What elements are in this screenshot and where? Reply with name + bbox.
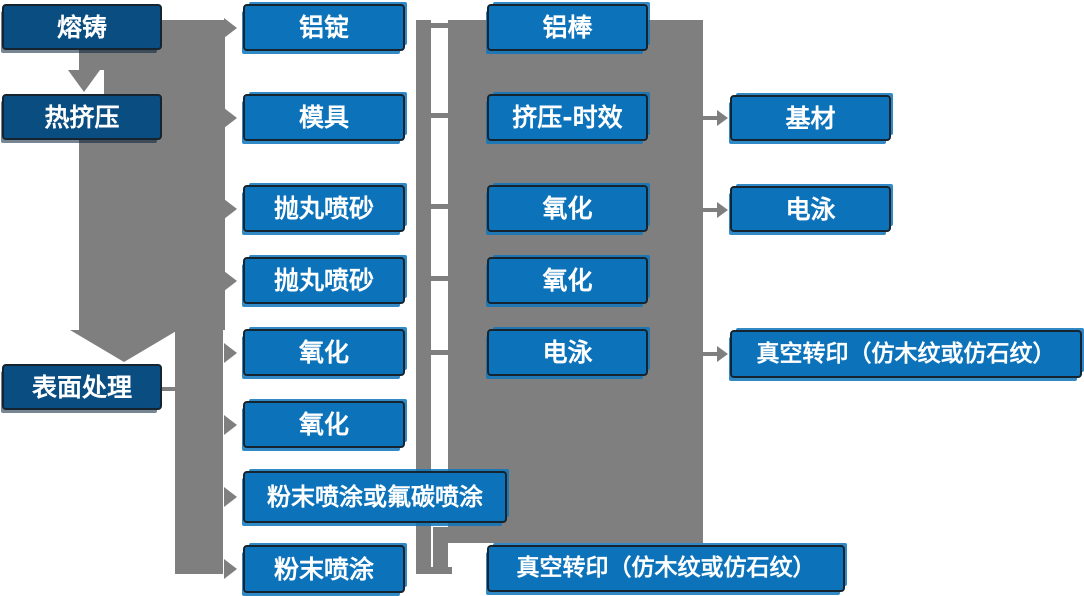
node-oxidation-4: 氧化	[487, 257, 648, 304]
node-vacuum-transfer-print-2: 真空转印（仿木纹或仿石纹）	[730, 330, 1082, 378]
node-surface-treatment: 表面处理	[2, 364, 162, 410]
arrow-right-to-electrophoresis-out-icon	[717, 202, 728, 218]
arrow-down-to-hot-extrusion-icon	[68, 70, 100, 92]
node-melting-casting: 熔铸	[2, 4, 162, 50]
bridge-aluminum-rod	[431, 23, 448, 28]
node-vacuum-transfer-print-1: 真空转印（仿木纹或仿石纹）	[487, 545, 845, 592]
line-to-vacuum-transfer-out	[703, 352, 718, 356]
node-electrophoresis-2: 电泳	[730, 186, 891, 232]
bridge-oxidation-3	[431, 204, 448, 209]
arrow-right-to-powder-coating-icon	[224, 559, 237, 579]
connector-left-band-mid	[104, 70, 225, 96]
node-mold: 模具	[243, 94, 405, 141]
node-extrusion-aging: 挤压-时效	[487, 94, 648, 141]
bridge-oxidation-4	[431, 276, 448, 281]
connector-surface-treatment-link	[162, 387, 176, 391]
line-to-base-material	[703, 116, 718, 120]
connector-bottom-joint	[416, 567, 452, 574]
node-aluminum-ingot: 铝锭	[243, 4, 405, 51]
arrow-right-to-vacuum-transfer-out-icon	[717, 346, 728, 362]
node-hot-extrusion: 热挤压	[2, 94, 162, 140]
arrow-right-to-shot-blasting-1-icon	[224, 199, 237, 219]
arrow-right-to-aluminum-ingot-icon	[224, 18, 237, 38]
arrow-right-to-mold-icon	[224, 108, 237, 128]
node-powder-or-fluorocarbon-coating: 粉末喷涂或氟碳喷涂	[243, 471, 507, 523]
bridge-extrusion-aging	[431, 113, 448, 118]
node-oxidation-3: 氧化	[487, 185, 648, 232]
node-shot-blasting-2: 抛丸喷砂	[243, 257, 405, 304]
node-base-material: 基材	[730, 95, 891, 141]
arrow-down-to-surface-treatment-icon	[70, 330, 178, 362]
node-oxidation-1: 氧化	[243, 329, 405, 376]
arrow-right-to-oxidation-1-icon	[224, 343, 237, 363]
node-aluminum-rod: 铝棒	[487, 4, 648, 51]
node-shot-blasting-1: 抛丸喷砂	[243, 185, 405, 232]
arrow-right-to-powder-fluorocarbon-icon	[224, 487, 237, 507]
connector-middle-bar	[416, 20, 431, 574]
bridge-electrophoresis	[431, 350, 448, 355]
node-electrophoresis-1: 电泳	[487, 329, 648, 376]
connector-middle-stub	[433, 527, 448, 574]
line-to-electrophoresis-out	[703, 208, 718, 212]
connector-left-bar-lower	[175, 330, 223, 574]
node-oxidation-2: 氧化	[243, 401, 405, 448]
arrow-right-to-oxidation-2-icon	[224, 415, 237, 435]
arrow-right-to-base-material-icon	[717, 110, 728, 126]
arrow-right-to-shot-blasting-2-icon	[224, 271, 237, 291]
node-powder-coating: 粉末喷涂	[243, 545, 405, 593]
